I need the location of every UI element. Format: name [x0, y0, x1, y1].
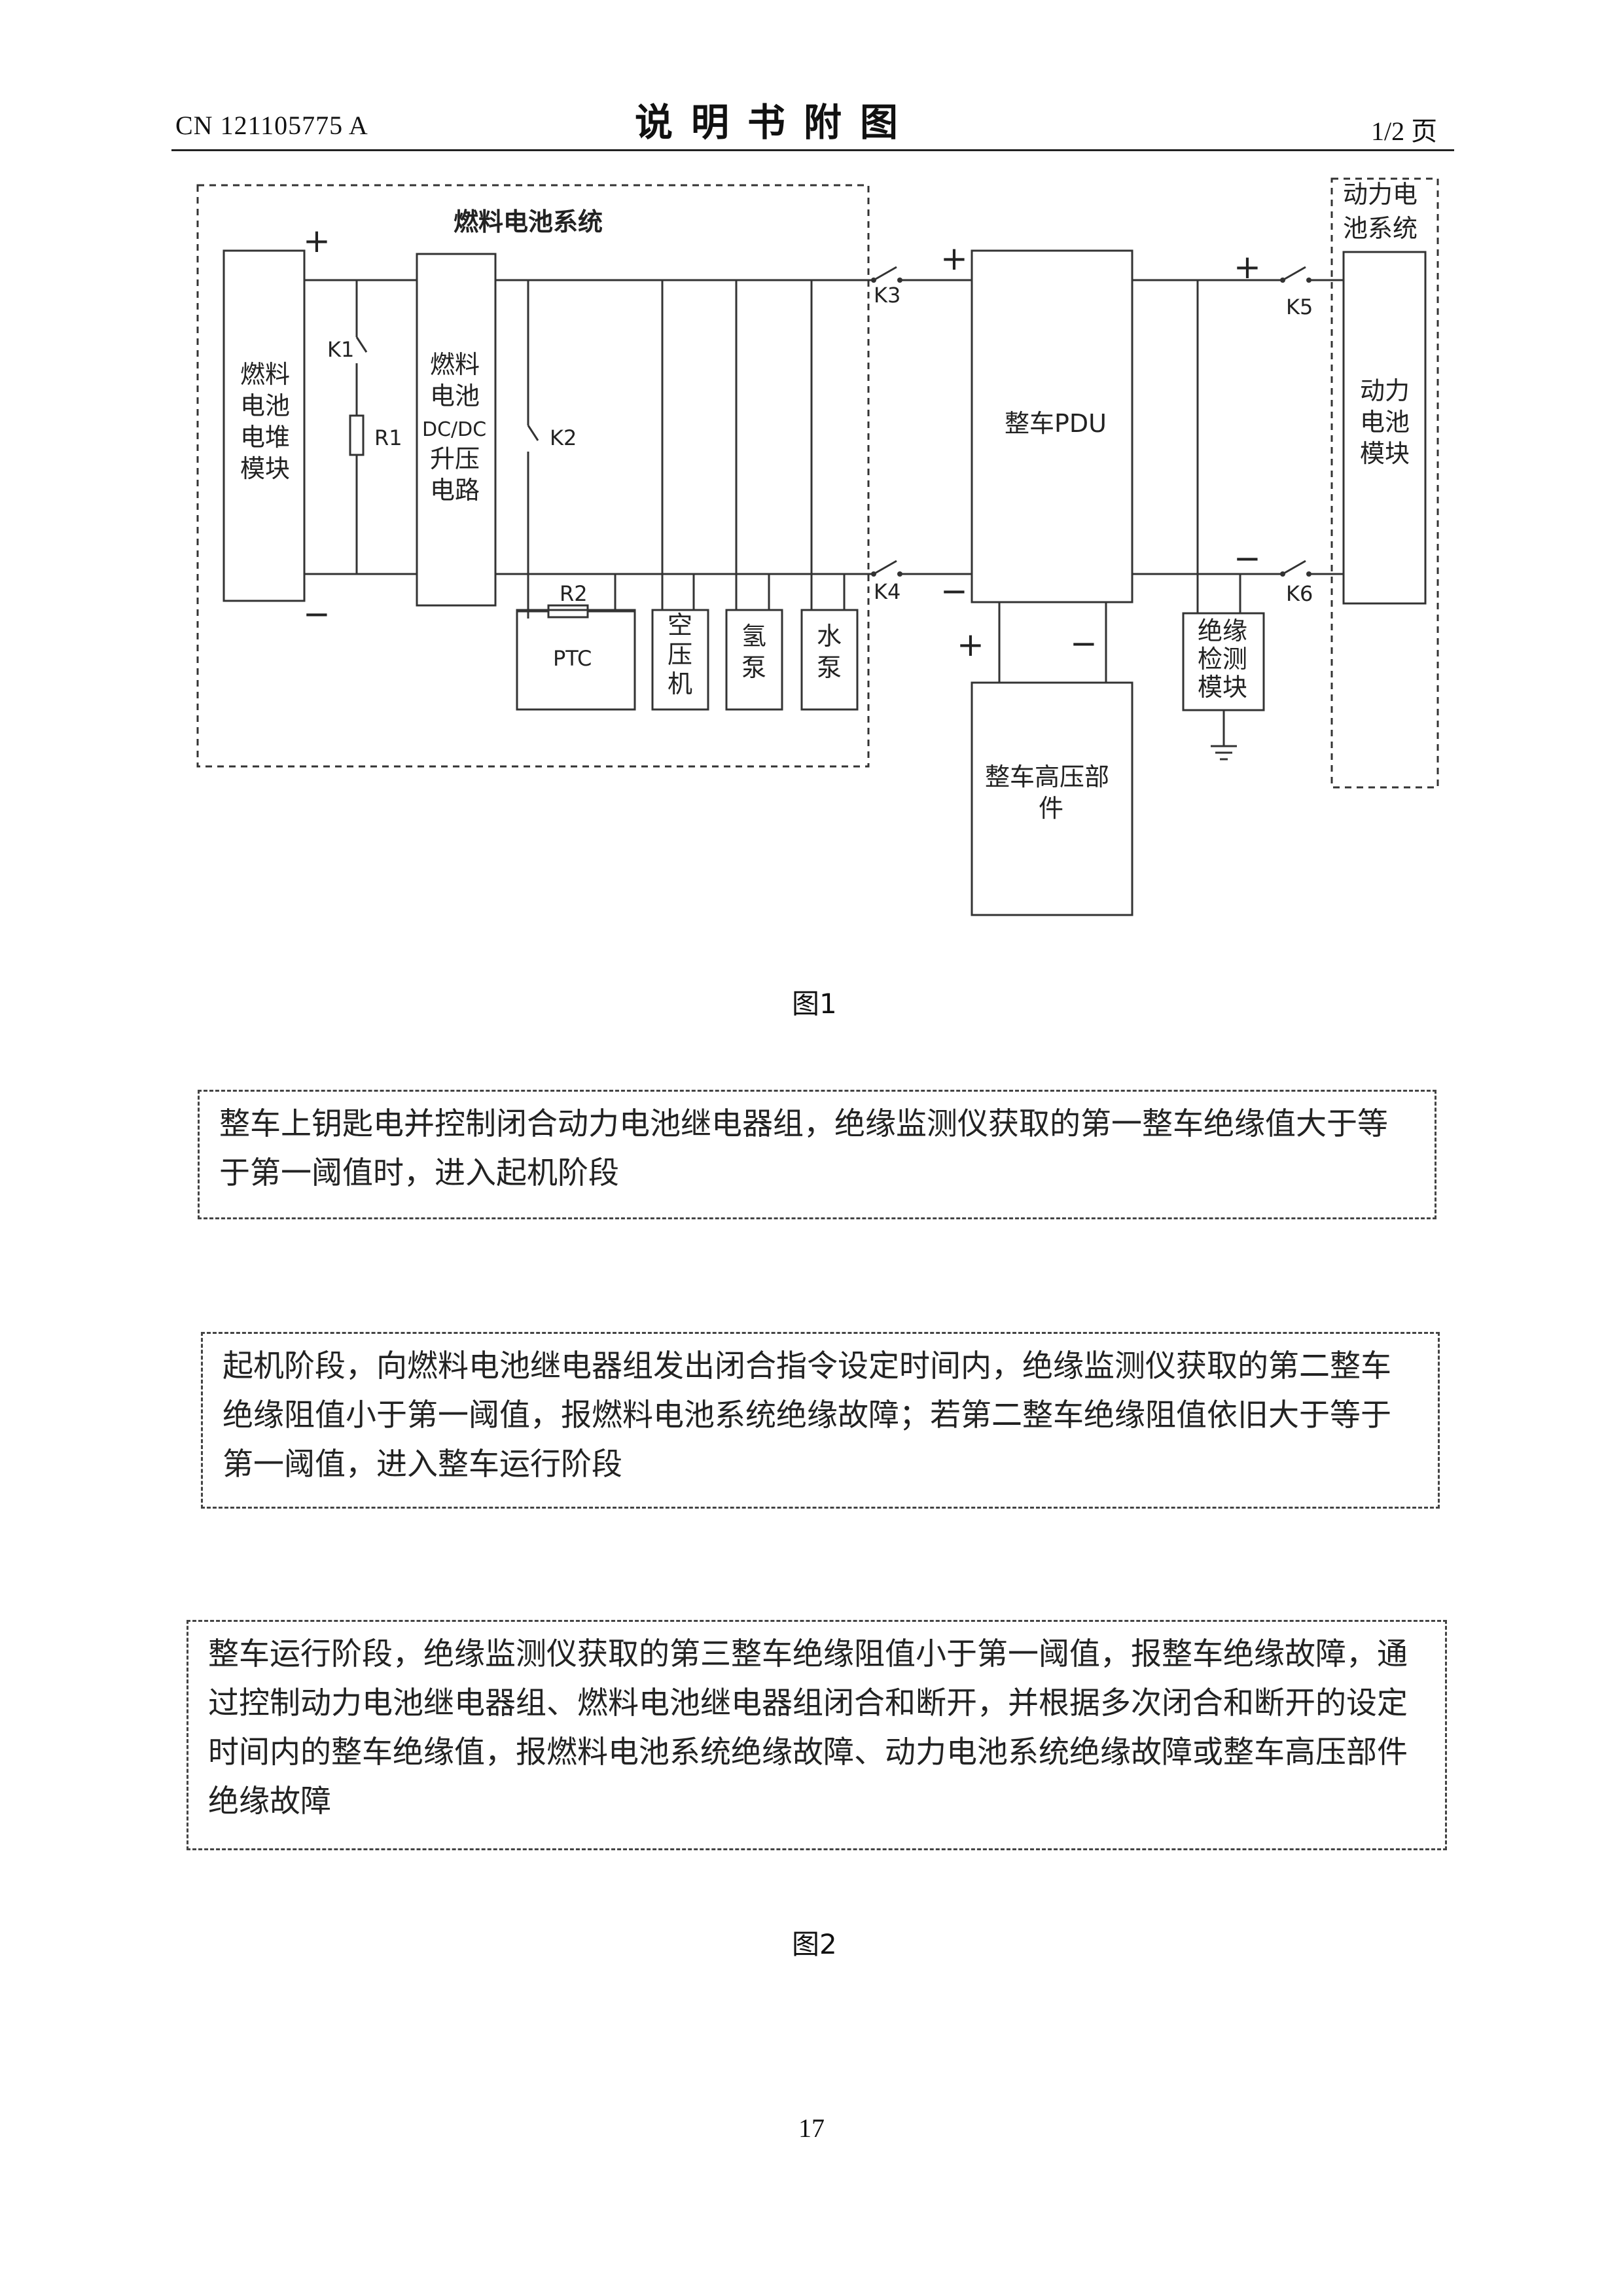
- figure1-circuit-diagram: 燃料电池系统 动力电 池系统 燃料 电池 电堆 模块 燃料 电池 DC/DC 升…: [0, 0, 1623, 956]
- battery-line-2: 电池: [1360, 408, 1410, 437]
- hydrogen-pump-line-2: 泵: [741, 653, 766, 682]
- figure2-caption: 图2: [792, 1922, 837, 1962]
- flow-step-1: 整车上钥匙电并控制闭合动力电池继电器组，绝缘监测仪获取的第一整车绝缘值大于等于第…: [198, 1090, 1436, 1219]
- fuel-cell-system-label: 燃料电池系统: [454, 207, 603, 236]
- dcdc-line-4: 升压: [430, 444, 480, 473]
- stack-line-1: 燃料: [240, 360, 290, 389]
- k2-label: K2: [550, 425, 577, 450]
- dcdc-line-5: 电路: [430, 476, 480, 505]
- pdu-out-minus: −: [1234, 539, 1261, 577]
- hv-minus: −: [1070, 624, 1097, 662]
- hv-parts-line-1: 整车高压部: [985, 762, 1109, 791]
- insulation-line-1: 绝缘: [1198, 617, 1247, 645]
- page-number: 17: [798, 2113, 825, 2144]
- battery-line-1: 动力: [1360, 376, 1410, 405]
- air-compressor-line-3: 机: [668, 670, 692, 698]
- air-compressor-line-1: 空: [668, 611, 692, 639]
- stack-line-2: 电池: [240, 391, 290, 420]
- insulation-line-3: 模块: [1198, 673, 1247, 702]
- pdu-label: 整车PDU: [1005, 409, 1107, 438]
- pdu-out-plus: +: [1234, 248, 1261, 286]
- r2-resistor: [548, 605, 588, 617]
- insulation-line-2: 检测: [1198, 645, 1247, 673]
- figure1-caption: 图1: [792, 982, 837, 1022]
- flow-step-2: 起机阶段，向燃料电池继电器组发出闭合指令设定时间内，绝缘监测仪获取的第二整车绝缘…: [201, 1332, 1440, 1509]
- k4-label: K4: [874, 579, 901, 604]
- flow-step-3: 整车运行阶段，绝缘监测仪获取的第三整车绝缘阻值小于第一阈值，报整车绝缘故障，通过…: [187, 1620, 1447, 1850]
- pdu-in-plus: +: [940, 240, 968, 278]
- r2-label: R2: [560, 581, 588, 606]
- power-battery-system-label-1: 动力电: [1343, 180, 1418, 209]
- fuel-cell-system-boundary: [198, 185, 868, 766]
- stack-line-3: 电堆: [240, 423, 290, 452]
- stack-plus: +: [303, 222, 330, 260]
- k5-label: K5: [1286, 295, 1313, 319]
- k3-label: K3: [874, 283, 901, 308]
- stack-line-4: 模块: [240, 454, 290, 483]
- stack-minus: −: [303, 595, 330, 633]
- water-pump-line-1: 水: [817, 622, 842, 651]
- water-pump-line-2: 泵: [817, 653, 842, 682]
- hv-parts-line-2: 件: [1039, 794, 1063, 823]
- r1-label: R1: [374, 425, 402, 450]
- hydrogen-pump-line-1: 氢: [741, 622, 766, 651]
- battery-line-3: 模块: [1360, 439, 1410, 468]
- k6-label: K6: [1286, 581, 1313, 606]
- dcdc-line-1: 燃料: [430, 350, 480, 379]
- power-battery-system-label-2: 池系统: [1343, 214, 1418, 243]
- ptc-label: PTC: [553, 646, 592, 671]
- r1-resistor: [350, 416, 363, 455]
- hv-plus: +: [957, 626, 984, 664]
- pdu-in-minus: −: [940, 572, 968, 610]
- power-battery-system-boundary: [1332, 179, 1438, 787]
- dcdc-line-2: 电池: [430, 382, 480, 410]
- air-compressor-line-2: 压: [668, 640, 692, 669]
- dcdc-line-3: DC/DC: [422, 418, 486, 441]
- k1-label: K1: [327, 337, 354, 362]
